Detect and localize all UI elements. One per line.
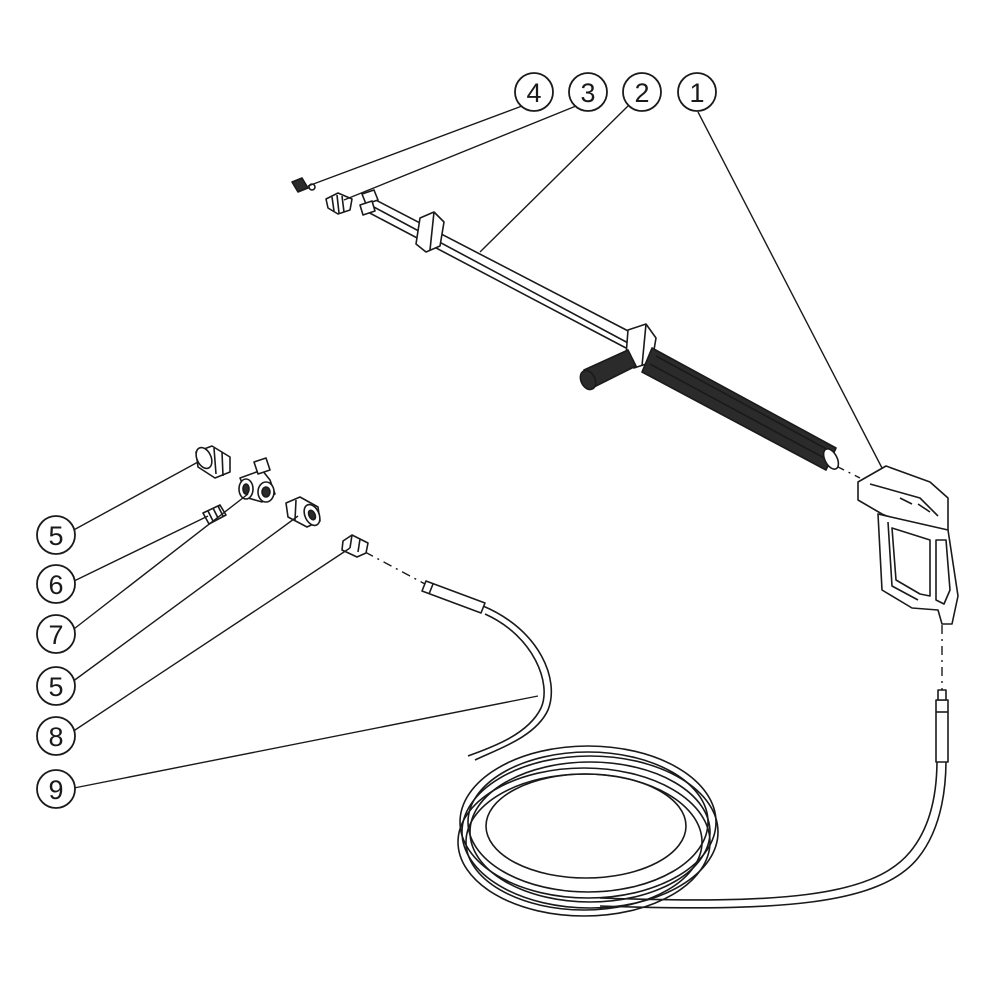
leader-4 [307, 105, 523, 187]
hose-coil-core [485, 773, 687, 879]
svg-text:9: 9 [48, 775, 63, 805]
svg-text:5: 5 [48, 672, 63, 702]
hose-ferrule-right [935, 699, 949, 763]
svg-text:3: 3 [580, 78, 595, 108]
svg-text:6: 6 [48, 570, 63, 600]
hose-fitting-right [937, 689, 947, 701]
svg-text:4: 4 [526, 78, 541, 108]
assembly-axis-gun [835, 465, 861, 479]
part-balloons: 4 3 2 1 5 6 7 5 [36, 72, 717, 809]
svg-text:2: 2 [634, 78, 649, 108]
balloon-4: 4 [514, 72, 554, 112]
hose-run-right-inner [599, 759, 938, 901]
leader-9 [73, 695, 539, 789]
assembly-axis-left [364, 551, 426, 585]
balloon-7: 7 [36, 614, 76, 654]
balloon-8: 8 [36, 716, 76, 756]
leader-7 [69, 493, 249, 633]
balloon-1: 1 [677, 72, 717, 112]
leader-5a [69, 461, 199, 533]
part-5-quick-coupler-left [195, 445, 231, 479]
hose-run-right [599, 759, 947, 909]
ferrule-ring [428, 583, 434, 595]
svg-text:7: 7 [48, 620, 63, 650]
hose-ferrule-left [421, 580, 486, 614]
balloon-5-lower: 5 [36, 666, 76, 706]
leader-8 [71, 547, 351, 733]
leader-lines [69, 105, 883, 789]
part-8-nipple [341, 534, 369, 558]
leader-2 [479, 105, 629, 253]
hose-coil-2 [461, 755, 719, 909]
leader-5b [71, 515, 299, 683]
hose-run-left-inner [467, 613, 545, 757]
balloon-6: 6 [36, 564, 76, 604]
leader-3 [343, 105, 577, 201]
part-4-nozzle-tip [291, 177, 316, 193]
hose-coil-2-inner [469, 761, 711, 903]
balloon-9: 9 [36, 769, 76, 809]
hose-run-left [474, 605, 553, 761]
part-1-trigger-gun [857, 465, 959, 625]
high-pressure-hose [421, 580, 949, 917]
balloon-5-upper: 5 [36, 515, 76, 555]
part-7-tee-fitting [238, 457, 276, 503]
part-5-quick-coupler-right [285, 496, 321, 528]
balloon-3: 3 [568, 72, 608, 112]
part-2-lance [359, 189, 840, 471]
svg-text:8: 8 [48, 722, 63, 752]
hose-coil-3 [457, 767, 711, 917]
hose-coil-1 [459, 745, 717, 899]
svg-text:5: 5 [48, 521, 63, 551]
leader-1 [697, 111, 883, 469]
leader-6 [71, 515, 209, 583]
part-3-nozzle [325, 192, 353, 215]
balloon-2: 2 [622, 72, 662, 112]
svg-text:1: 1 [689, 78, 704, 108]
